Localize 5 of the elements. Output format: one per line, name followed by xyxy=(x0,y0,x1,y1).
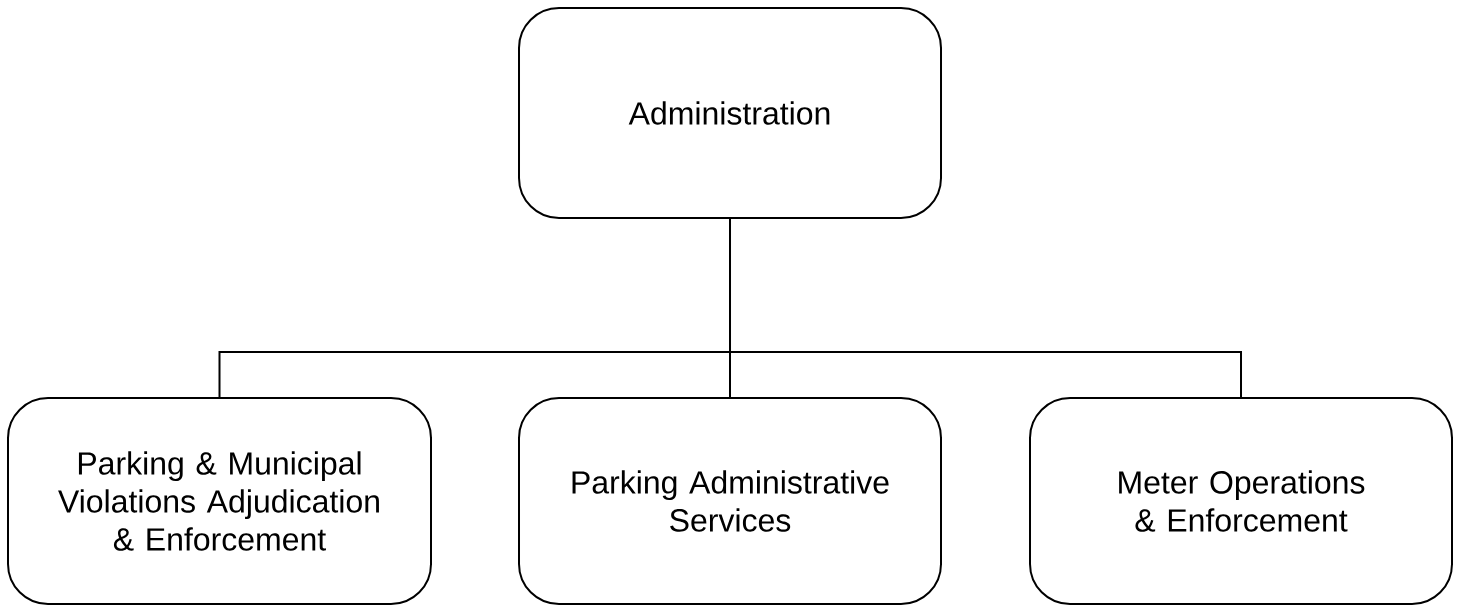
connector-line xyxy=(729,218,1242,398)
org-box: Parking Administrative Services xyxy=(518,397,942,605)
org-box: Parking & Municipal Violations Adjudication & Enforcement xyxy=(7,397,432,605)
org-box: Administration xyxy=(518,7,942,219)
org-box: Meter Operations & Enforcement xyxy=(1029,397,1453,605)
